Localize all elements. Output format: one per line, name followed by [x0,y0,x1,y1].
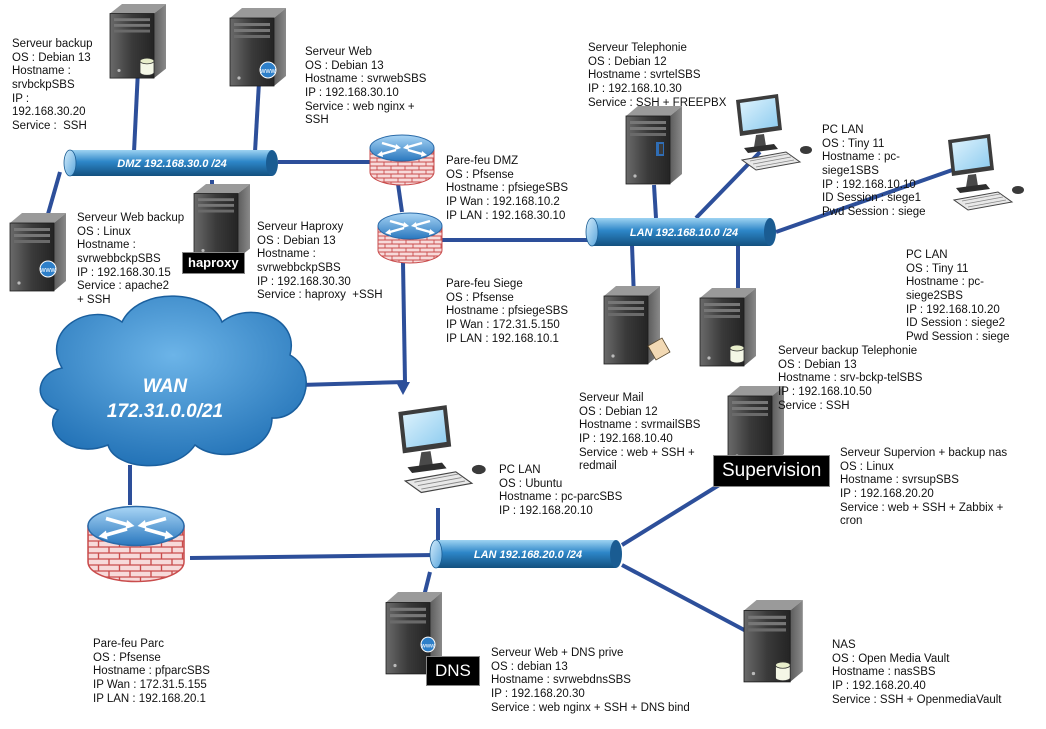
supervision-tag: Supervision [713,455,831,487]
web-backup-server-icon: www [9,212,67,292]
telephony-server-icon [625,105,683,185]
firewall-parc-icon [86,504,186,584]
supervision-server-icon [727,385,785,465]
lan20-network-label: LAN 192.168.20.0 /24 [474,549,582,561]
haproxy-server-icon [193,183,251,259]
wan-label-line1: WAN [143,376,189,397]
firewall-siege-icon [376,211,444,265]
dns-tag: DNS [426,656,480,686]
pc-lan-siege1-icon [735,93,813,171]
svg-text:www: www [39,267,56,274]
dmz-network-label: DMZ 192.168.30.0 /24 [117,158,226,170]
backup-server-icon [109,3,167,79]
pc-lan-siege2-icon [947,133,1025,211]
backup-telephony-server-icon [699,287,757,367]
mail-server-icon [603,285,671,365]
lan20-network: LAN 192.168.20.0 /24 [429,539,622,569]
svg-text:www: www [421,643,436,650]
firewall-dmz-icon [368,133,436,187]
web-server-icon: www [229,7,287,87]
svg-text:www: www [259,68,276,75]
lan10-network: LAN 192.168.10.0 /24 [585,217,776,247]
lan10-network-label: LAN 192.168.10.0 /24 [630,227,738,239]
wan-label-line2: 172.31.0.0/21 [107,401,223,422]
wan-cloud: WAN 172.31.0.0/21 [39,295,307,467]
dns-server-icon: www [385,591,443,675]
pc-lan-parc-icon [397,404,487,494]
dmz-network: DMZ 192.168.30.0 /24 [63,149,278,177]
nas-server-icon [743,599,804,683]
haproxy-tag: haproxy [182,252,245,274]
